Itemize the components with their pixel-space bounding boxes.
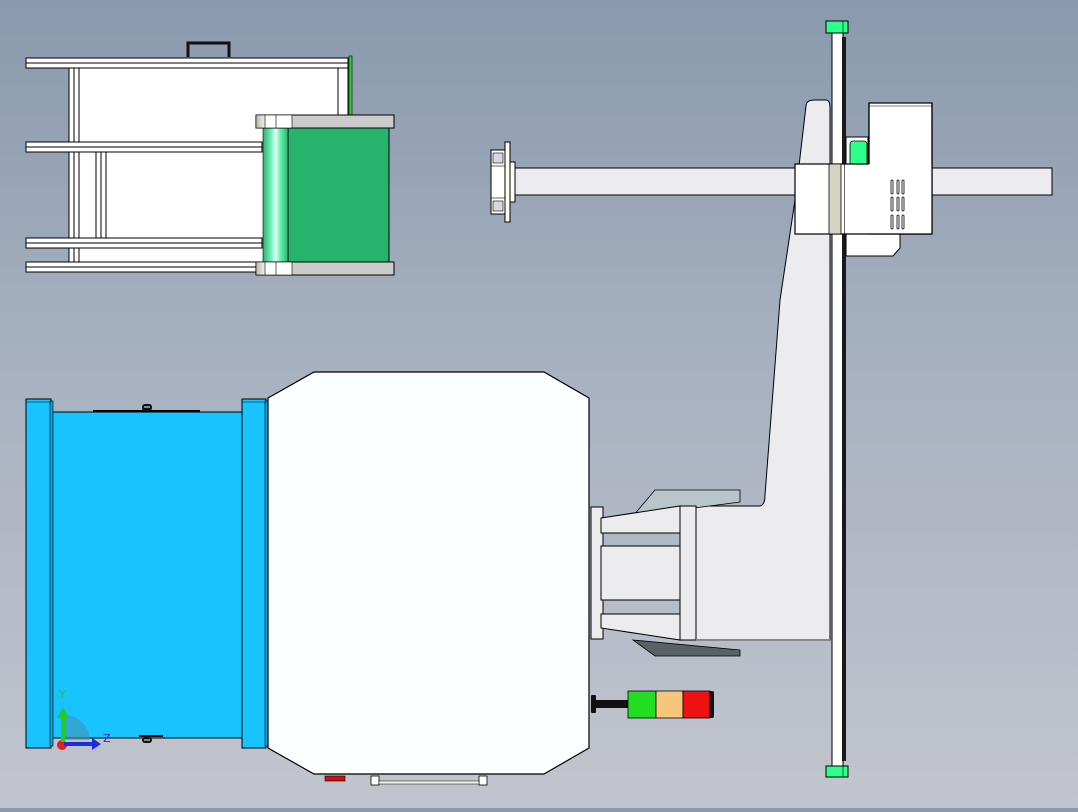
gantry-crossbeam[interactable] (490, 141, 1053, 223)
axis-triad (57, 707, 101, 750)
main-machine-body[interactable] (267, 371, 590, 786)
bolt-icon (142, 737, 152, 743)
triad-z-label: Z (103, 732, 111, 745)
linear-rail[interactable] (825, 20, 849, 778)
robot-arm[interactable] (590, 99, 831, 657)
signal-tower-light[interactable] (591, 690, 714, 719)
vent-slots-icon (890, 179, 905, 230)
red-light-icon (682, 690, 711, 719)
amber-light-icon (655, 690, 684, 719)
blue-hopper[interactable] (25, 398, 269, 749)
rail-end-cap-bottom (825, 765, 849, 778)
bolt-icon (142, 404, 152, 411)
green-conveyor[interactable] (255, 114, 395, 276)
gripper-head[interactable] (794, 102, 933, 257)
triad-y-label: Y (59, 688, 66, 701)
green-light-icon (627, 690, 657, 719)
rail-end-cap-top (825, 20, 849, 34)
